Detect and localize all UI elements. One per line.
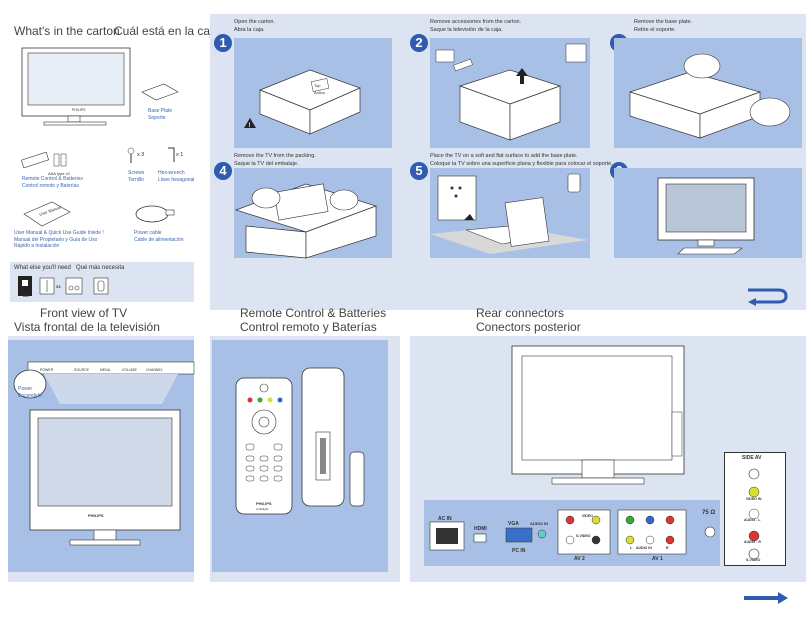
carton-title-en: What's in the carton [14,24,120,38]
rear-connectors-illustration [429,509,716,555]
step-3-text: Remove the base plate.Retire el soporte. [634,19,693,33]
av1-audio-r-label: R [666,546,669,550]
step-5-text: Place the TV on a soft and flat surface … [430,153,613,167]
hdmi-label: HDMI [474,526,487,532]
step-5-number: 5 [410,162,428,180]
side-av-connectors-illustration [748,468,760,560]
screws-illustration [127,147,135,163]
remote-batteries-illustration [21,151,67,169]
screws-count: x 3 [137,152,145,158]
front-menu-button-label: MENU [100,368,111,372]
step-1-carton-illustration: ! [244,69,361,135]
what-else-label-es: Qué más necesita [76,265,125,271]
step-4-text: Remove the TV from the packing.Saque la … [234,153,316,167]
svg-text:!: ! [249,123,251,129]
remote-brand: PHILIPS [256,501,272,506]
step-1-box-label: Top Arriba [314,83,325,95]
step-1-text: Open the carton.Abra la caja. [234,19,275,33]
remote-label: Remote Control & Batteries Control remot… [22,176,83,189]
pc-in-label: PC IN [512,548,526,554]
av1-label: AV 1 [652,556,663,562]
front-view-tv-illustration [13,361,195,546]
side-audio-l-label: AUDIO - L [744,518,761,522]
side-svideo-label: S-VIDEO [746,558,761,562]
ac-label: AC [23,293,29,298]
base-plate-illustration [141,83,179,101]
step-4-remove-tv-illustration [234,183,378,259]
needed-items-icons [18,276,109,296]
av1-audio-l-label: L [630,546,633,550]
av2-svideo-label: S-VIDEO [576,534,591,538]
remote-front-illustration [235,377,293,515]
svg-text:PHILIPS: PHILIPS [72,108,86,112]
tv-in-carton-illustration: PHILIPS [21,47,131,126]
power-cable-label: Power cable Cable de alimentación [134,230,184,243]
front-volume-button-label: VOLUME [122,368,137,372]
step-1-number: 1 [214,34,232,52]
step-2-number: 2 [410,34,428,52]
av2-video-label: VIDEO [582,514,593,518]
carton-title-es: Cuál está en la caja [114,24,220,38]
side-audio-r-label: AUDIO - R [744,540,761,544]
step-6-assembled-tv-illustration [657,177,755,255]
step-5-attach-base-illustration [430,173,588,254]
front-channel-button-label: CHANNEL [146,368,163,372]
what-else-label-en: What else you'll need [14,265,71,271]
remote-sub-brand: Ambilight [256,507,269,511]
front-view-title-en: Front view of TV [40,306,128,320]
antenna-ohm-label: 75 Ω [702,510,716,516]
side-av-title: SIDE AV [742,455,762,461]
battery-cover-illustration [349,451,365,507]
return-arrow-icon [748,288,788,306]
rear-title-es: Conectors posterior [476,320,581,334]
rear-tv-illustration [511,345,685,485]
step-2-text: Remove accessories from the carton.Saque… [430,19,522,33]
x1-label: X1 [56,284,61,289]
next-arrow-icon [744,592,788,604]
step-2-open-carton-illustration [435,43,587,141]
av2-label: AV 2 [574,556,585,562]
ac-in-label: AC IN [438,516,452,522]
step-4-number: 4 [214,162,232,180]
manual-label: User Manual & Quick Use Guide Inside ! M… [14,230,104,249]
audio-in-label: AUDIO IN [530,521,548,526]
user-manual-illustration: User Manual [23,201,71,227]
rear-title-en: Rear connectors [476,306,565,320]
power-cable-illustration [135,205,175,223]
hex-wrench-illustration [168,147,175,162]
power-callout-label: Power Encendido [18,386,42,399]
hexwrench-label: Hex-wrench Llave hexagonal [158,170,195,183]
front-power-button-label: POWER [40,368,54,372]
base-plate-label: Base Plate Soporte [148,108,173,121]
av1-audio-in-label: AUDIO IN [636,546,652,550]
step-3-base-plate-illustration [628,53,791,139]
vga-label: VGA [508,521,519,527]
front-view-title-es: Vista frontal de la televisión [14,320,160,334]
front-tv-brand: PHILIPS [88,513,104,518]
hexwrench-count: x 1 [176,152,184,158]
screws-label: Screws Tornillo [128,170,145,183]
remote-title-en: Remote Control & Batteries [240,306,387,320]
remote-title-es: Control remoto y Baterías [240,320,377,334]
remote-back-illustration [301,367,345,507]
battery-type-tag: AAA type x2 [48,171,70,176]
side-video-in-label: VIDEO IN [746,497,762,501]
front-source-button-label: SOURCE [74,368,89,372]
